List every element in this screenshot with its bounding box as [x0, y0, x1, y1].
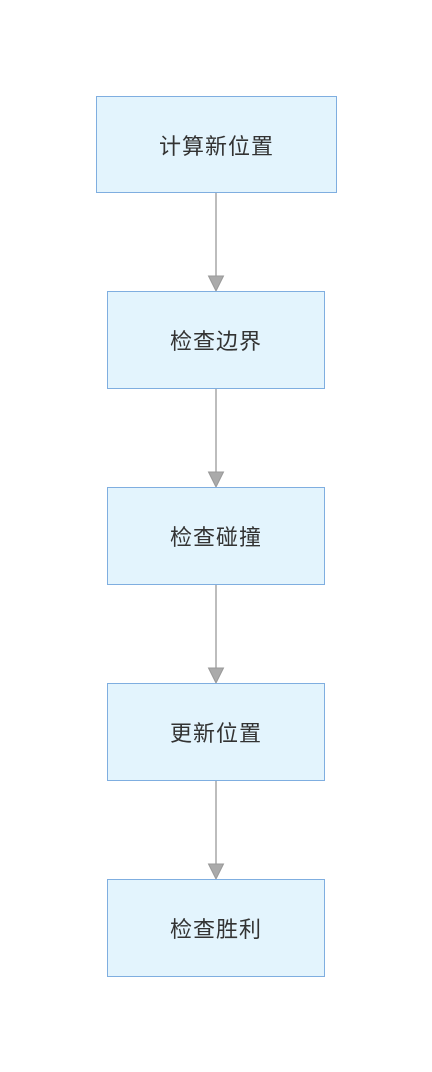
- node-label: 计算新位置: [158, 134, 274, 160]
- edge-3-4: [207, 781, 225, 881]
- node-label: 检查胜利: [169, 918, 262, 943]
- node-check-victory: 检查胜利: [107, 879, 325, 977]
- edge-2-3: [207, 585, 225, 685]
- arrowhead: [207, 471, 225, 489]
- arrowhead: [207, 667, 225, 685]
- node-check-collision: 检查碰撞: [107, 487, 325, 585]
- node-update-position: 更新位置: [107, 683, 325, 781]
- edge-0-1: [207, 193, 225, 293]
- node-label: 检查碰撞: [169, 526, 262, 551]
- edge-1-2: [207, 389, 225, 489]
- node-label: 检查边界: [169, 330, 262, 355]
- arrowhead: [207, 275, 225, 293]
- node-check-boundary: 检查边界: [107, 291, 325, 389]
- arrowhead: [207, 863, 225, 881]
- node-compute-new-position: 计算新位置: [96, 96, 337, 193]
- node-label: 更新位置: [169, 722, 262, 747]
